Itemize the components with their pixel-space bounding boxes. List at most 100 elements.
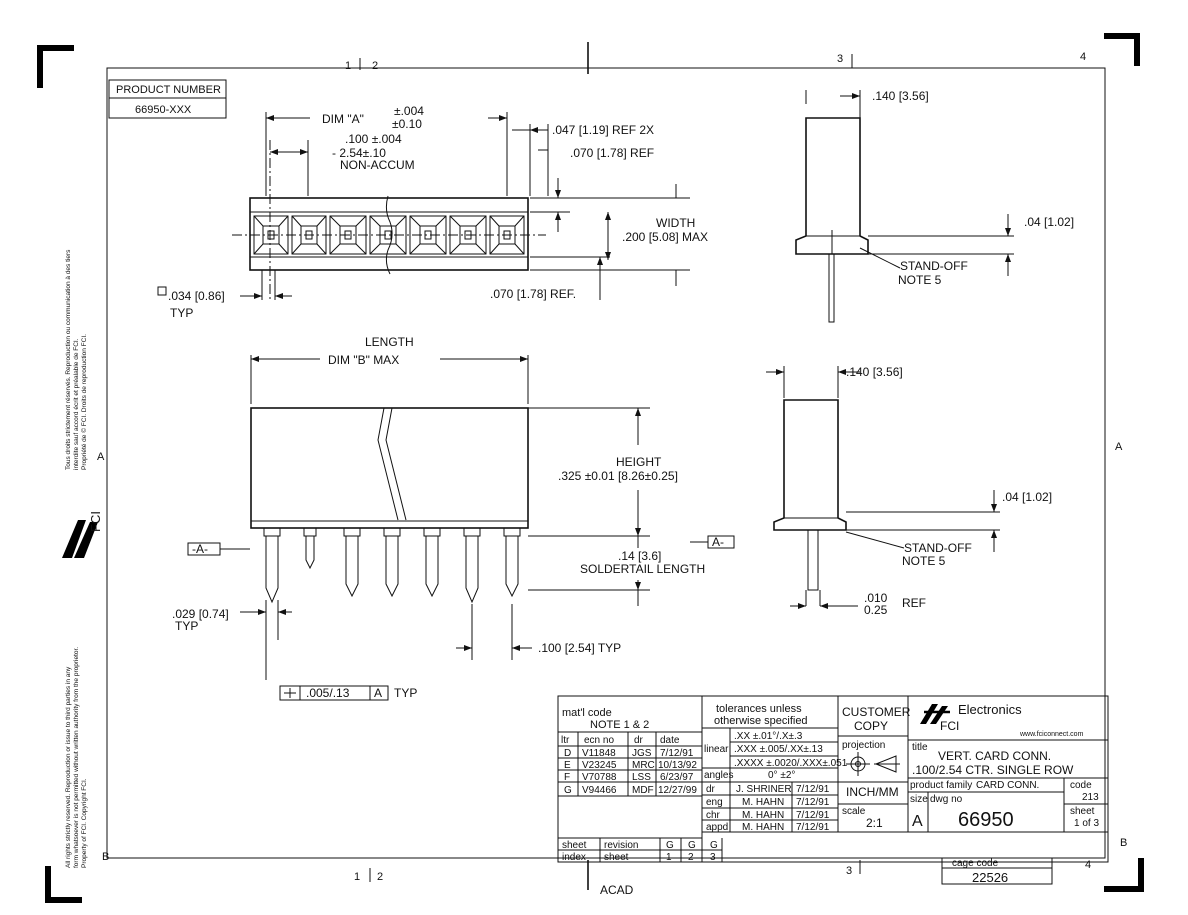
svg-text:ecn no: ecn no [584,735,614,746]
svg-text:.005/.13: .005/.13 [306,686,350,700]
svg-text:ltr: ltr [561,735,570,746]
svg-text:3: 3 [846,865,852,877]
svg-text:FCI: FCI [88,511,103,532]
svg-text:Electronics: Electronics [958,702,1022,717]
svg-text:TYP: TYP [175,619,198,633]
svg-text:NON-ACCUM: NON-ACCUM [340,158,415,172]
svg-text:Tous droits strictement réserv: Tous droits strictement réservés. Reprod… [65,249,72,470]
svg-text:linear: linear [704,744,729,755]
svg-text:TYP: TYP [170,306,193,320]
svg-text:7/12/91: 7/12/91 [796,784,830,795]
svg-text:B: B [102,851,109,863]
third-angle-projection-icon [846,752,900,776]
svg-text:7/12/91: 7/12/91 [796,797,830,808]
svg-text:.047 [1.19] REF 2X: .047 [1.19] REF 2X [552,123,654,137]
svg-text:V23245: V23245 [582,760,617,771]
title-block: mat'l code NOTE 1 & 2 ltr ecn no dr date… [557,695,1109,863]
svg-text:- 2.54±.10: - 2.54±.10 [332,146,386,160]
svg-text:0° ±2°: 0° ±2° [768,770,795,781]
svg-text:1 of 3: 1 of 3 [1074,818,1099,829]
svg-text:sheet: sheet [604,852,629,863]
svg-text:COPY: COPY [854,719,888,733]
svg-text:.070 [1.78] REF: .070 [1.78] REF [570,146,654,160]
svg-text:A: A [374,686,382,700]
svg-text:cage code: cage code [952,858,999,869]
svg-text:B: B [1120,837,1127,849]
svg-text:M. HAHN: M. HAHN [742,822,784,833]
svg-text:.140 [3.56]: .140 [3.56] [872,89,929,103]
svg-text:SOLDERTAIL LENGTH: SOLDERTAIL LENGTH [580,562,705,576]
svg-text:.010: .010 [864,591,888,605]
svg-text:±.004: ±.004 [394,104,424,118]
crop-marks [37,33,1144,903]
svg-text:HEIGHT: HEIGHT [616,455,662,469]
svg-text:.100 ±.004: .100 ±.004 [345,132,402,146]
svg-text:INCH/MM: INCH/MM [846,785,899,799]
svg-text:TYP: TYP [394,686,417,700]
svg-text:2: 2 [377,871,383,883]
svg-text:G: G [666,840,674,851]
svg-text:A-: A- [712,535,724,549]
svg-text:PRODUCT NUMBER: PRODUCT NUMBER [116,84,221,96]
svg-text:4: 4 [1080,51,1086,63]
svg-text:angles: angles [704,770,733,781]
svg-text:1: 1 [666,852,672,863]
svg-text:66950: 66950 [958,809,1014,831]
svg-text:revision: revision [604,840,638,851]
svg-text:All rights strictly reserved.: All rights strictly reserved. Reproducti… [65,666,72,868]
svg-text:D: D [564,748,571,759]
svg-text:interdite sauf accord écrit et: interdite sauf accord écrit et préalable… [73,338,80,470]
svg-text:V94466: V94466 [582,785,617,796]
zone-markers: 1 2 3 4 1 2 3 4 A A B B [97,51,1127,883]
svg-text:LENGTH: LENGTH [365,335,414,349]
svg-text:VERT. CARD CONN.: VERT. CARD CONN. [938,749,1051,763]
svg-text:NOTE 1 & 2: NOTE 1 & 2 [590,719,649,731]
front-view: LENGTH DIM "B" MAX HEIGHT .325 ±0.01 [8.… [172,335,735,701]
svg-text:product family: product family [910,780,972,791]
svg-text:tolerances unless: tolerances unless [716,703,802,715]
svg-text:Property of FCI. Copyright FCI: Property of FCI. Copyright FCI. [81,778,88,868]
svg-text:.100/2.54 CTR. SINGLE ROW: .100/2.54 CTR. SINGLE ROW [912,763,1074,777]
left-notice-bottom: All rights strictly reserved. Reproducti… [65,647,88,868]
svg-text:MRC: MRC [632,760,655,771]
svg-text:4: 4 [1085,859,1091,871]
svg-text:213: 213 [1082,792,1099,803]
svg-text:J. SHRINER: J. SHRINER [736,784,792,795]
revision-row: D V11848 JGS 7/12/91 [564,748,694,759]
svg-text:2:1: 2:1 [866,816,883,830]
svg-text:Propriété de © FCI. Droits de: Propriété de © FCI. Droits de reproducti… [80,334,88,470]
svg-text:A: A [1115,441,1123,453]
svg-text:7/12/91: 7/12/91 [660,748,694,759]
svg-text:M. HAHN: M. HAHN [742,810,784,821]
svg-text:FCI: FCI [940,719,959,733]
svg-text:.140 [3.56]: .140 [3.56] [846,365,903,379]
svg-text:3: 3 [710,852,716,863]
svg-text:otherwise specified: otherwise specified [714,715,808,727]
svg-text:1: 1 [354,871,360,883]
svg-text:E: E [564,760,571,771]
side-view-bottom: .140 [3.56] .04 [1.02] STAND-OFF NOTE 5 … [766,365,1052,617]
svg-text:size: size [910,794,928,805]
svg-text:scale: scale [842,806,866,817]
svg-text:code: code [1070,780,1092,791]
svg-text:DIM "A": DIM "A" [322,112,364,126]
svg-text:.070 [1.78] REF.: .070 [1.78] REF. [490,287,576,301]
svg-text:F: F [564,772,570,783]
svg-text:mat'l code: mat'l code [562,707,612,719]
svg-text:2: 2 [372,60,378,72]
svg-text:WIDTH: WIDTH [656,216,695,230]
side-view-top: .140 [3.56] .04 [1.02] STAND-OFF NOTE 5 [795,89,1074,323]
svg-text:REF: REF [902,596,926,610]
svg-text:dr: dr [706,784,716,795]
svg-text:STAND-OFF: STAND-OFF [900,259,968,273]
svg-text:.200 [5.08] MAX: .200 [5.08] MAX [622,230,708,244]
svg-text:7/12/91: 7/12/91 [796,810,830,821]
svg-text:JGS: JGS [632,748,652,759]
svg-text:appd: appd [706,822,728,833]
svg-text:.14 [3.6]: .14 [3.6] [618,549,661,563]
svg-text:.04 [1.02]: .04 [1.02] [1024,215,1074,229]
svg-text:0.25: 0.25 [864,603,888,617]
svg-text:LSS: LSS [632,772,651,783]
svg-text:.325 ±0.01 [8.26±0.25]: .325 ±0.01 [8.26±0.25] [558,469,678,483]
